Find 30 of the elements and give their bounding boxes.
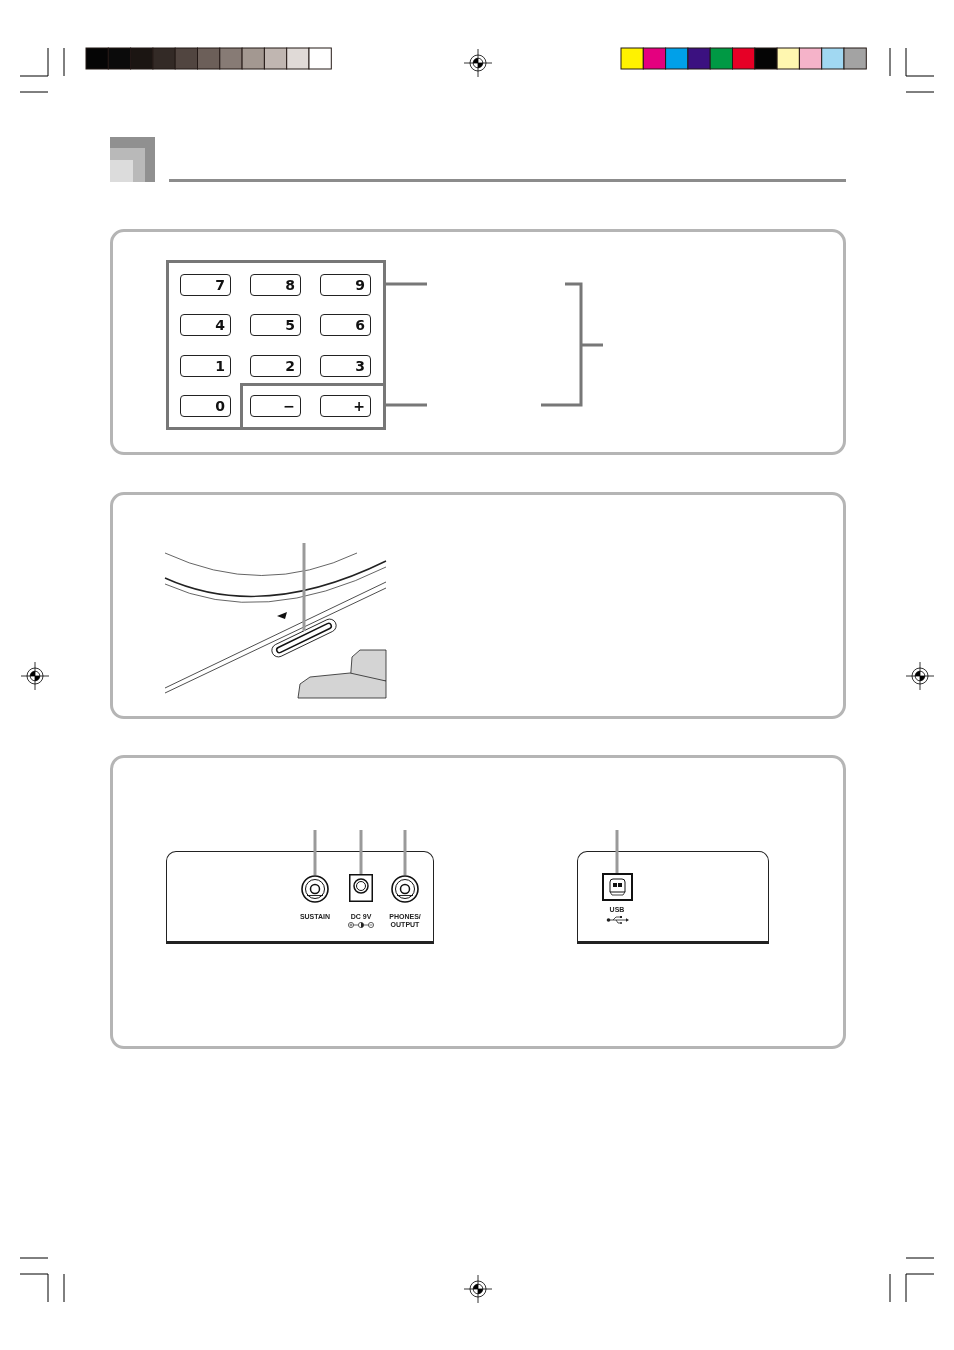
rear-panel	[166, 851, 434, 944]
usb-port	[601, 872, 633, 901]
jack-socket	[300, 874, 329, 903]
power-jack	[348, 873, 373, 902]
section-panel	[110, 492, 846, 719]
section-panel	[110, 755, 846, 1049]
leader-line	[615, 830, 619, 873]
keypad-key: 8	[250, 274, 301, 296]
leader-line	[403, 830, 407, 875]
leader-line	[386, 282, 427, 286]
key-group-outline	[240, 383, 386, 430]
rear-panel	[577, 851, 769, 944]
keypad	[166, 260, 386, 430]
keypad-key: +	[320, 395, 371, 417]
keypad-key: −	[250, 395, 301, 417]
keypad-key: 4	[180, 314, 231, 336]
keypad-key: 6	[320, 314, 371, 336]
jack-socket	[390, 874, 419, 903]
leader-line	[359, 830, 363, 874]
keypad-key: 2	[250, 355, 301, 377]
keypad-key: 3	[320, 355, 371, 377]
section-panel	[110, 229, 846, 455]
keypad-key: 5	[250, 314, 301, 336]
keypad-key: 9	[320, 274, 371, 296]
keypad-key: 1	[180, 355, 231, 377]
leader-line	[313, 830, 317, 875]
keypad-key: 7	[180, 274, 231, 296]
leader-line	[386, 403, 427, 407]
leader-line	[302, 543, 306, 631]
keypad-key: 0	[180, 395, 231, 417]
